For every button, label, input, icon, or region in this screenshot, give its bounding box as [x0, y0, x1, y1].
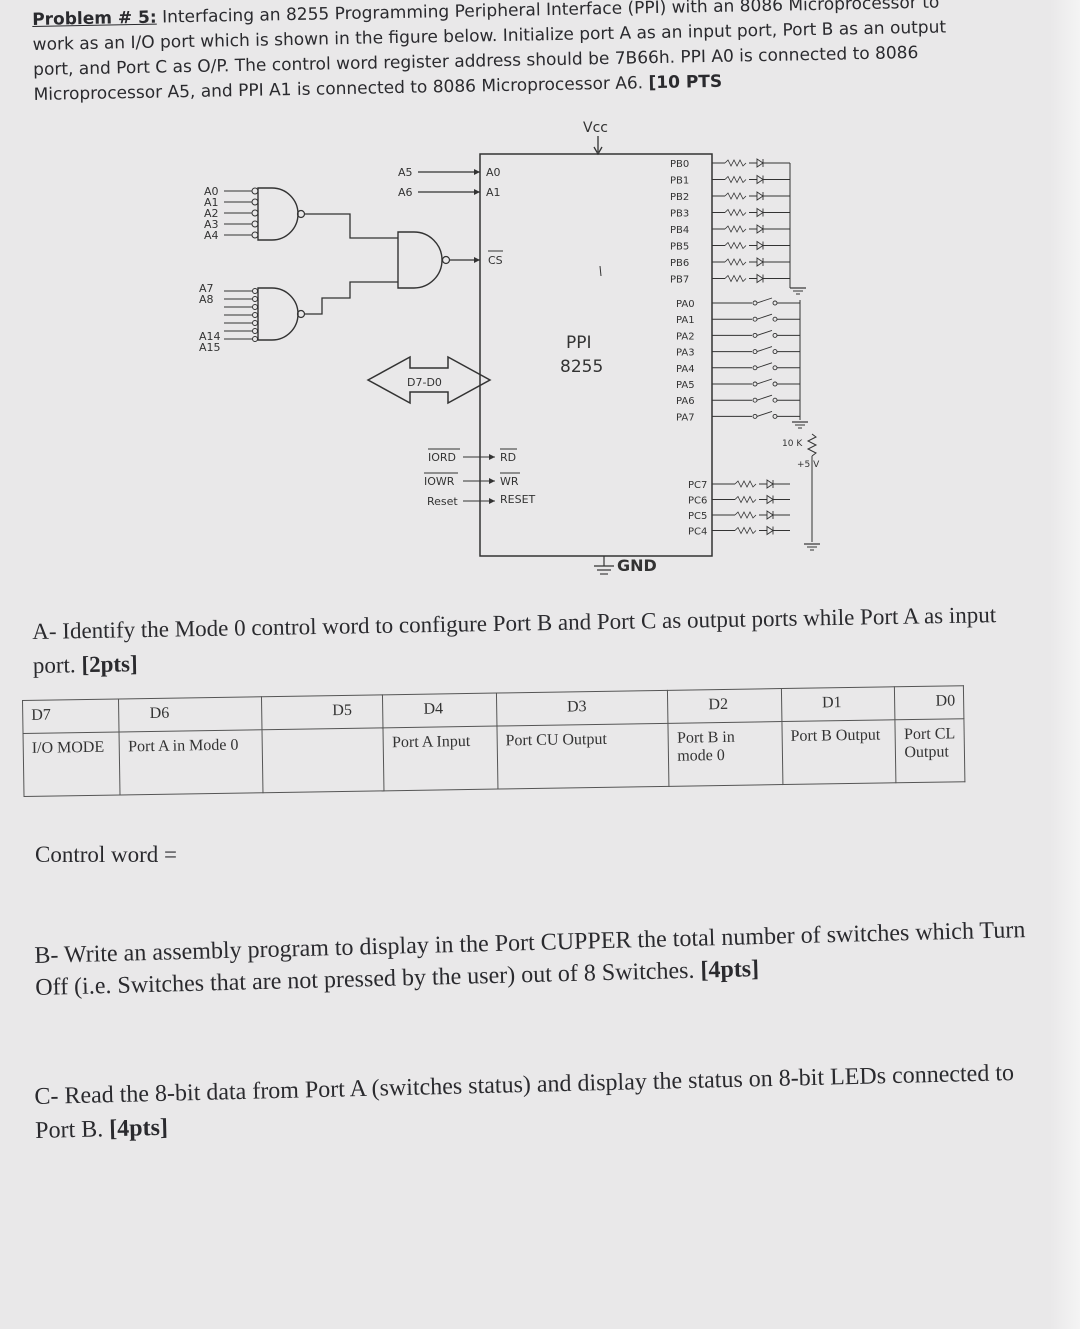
port-a-pin: PA7: [676, 412, 695, 423]
control-word-label: Control word =: [35, 842, 178, 867]
cell-d0: Port CL Output: [895, 718, 965, 783]
port-b-pin: PB0: [670, 159, 689, 170]
ppi-chip: [479, 153, 713, 557]
part-b-question: B- Write an assembly program to display …: [34, 914, 1035, 1004]
gnd-label: GND: [617, 556, 657, 575]
nand-gate-3: [397, 231, 443, 289]
header-d5: D5: [261, 694, 384, 730]
part-c-points: [4pts]: [108, 1114, 169, 1143]
reset-source-label: Reset: [427, 495, 458, 508]
problem-statement: Problem # 5: Interfacing an 8255 Program…: [32, 0, 974, 108]
cell-d2: Port B in mode 0: [668, 721, 783, 787]
header-d7: D7: [22, 698, 120, 734]
port-b-pin: PB2: [670, 192, 689, 203]
part-a-points: [2pts]: [81, 651, 138, 678]
data-bus-label: D7-D0: [407, 376, 442, 389]
pin-cs: CS: [488, 254, 503, 267]
control-word-table: D7 D6 D5 D4 D3 D2 D1 D0 I/O MODE Port A …: [22, 685, 965, 797]
address-label-gate2: A14: [199, 330, 221, 343]
chip-part: 8255: [560, 357, 603, 377]
address-label-gate1: A2: [204, 207, 219, 220]
port-c-pin: PC4: [688, 527, 707, 538]
pin-wr: WR: [500, 475, 519, 488]
page-edge: [1050, 0, 1080, 1329]
problem-text: Interfacing an 8255 Programming Peripher…: [32, 0, 947, 105]
port-b-pin: PB6: [670, 258, 689, 269]
a5-label: A5: [398, 166, 413, 179]
cell-d3: Port CU Output: [496, 723, 670, 790]
header-d3: D3: [496, 690, 669, 727]
port-a-pin: PA0: [676, 299, 695, 310]
data-bus-arrow: [366, 355, 492, 405]
part-c-text: C- Read the 8-bit data from Port A (swit…: [34, 1060, 1015, 1144]
header-d1: D1: [781, 686, 896, 722]
supply-label: +5 V: [797, 460, 820, 470]
header-d2: D2: [667, 688, 782, 724]
port-c-pin: PC6: [688, 496, 707, 507]
part-c-question: C- Read the 8-bit data from Port A (swit…: [34, 1056, 1035, 1148]
header-d0: D0: [894, 685, 964, 720]
iord-label: IORD: [428, 451, 456, 464]
part-a-text: A- Identify the Mode 0 control word to c…: [32, 602, 997, 678]
cell-d7: I/O MODE: [23, 731, 121, 797]
cell-d6: Port A in Mode 0: [119, 729, 264, 795]
nand-gate-2: [257, 287, 299, 341]
part-b-points: [4pts]: [700, 956, 760, 984]
header-d6: D6: [118, 696, 263, 732]
cell-d4: Port A Input: [383, 726, 498, 791]
address-label-gate2: A15: [199, 341, 221, 354]
problem-number: Problem # 5:: [32, 7, 157, 30]
address-label-gate1: A1: [204, 196, 219, 209]
chip-name: PPI: [566, 333, 592, 353]
pullup-resistor: [806, 433, 818, 457]
port-b-pin: PB3: [670, 209, 689, 220]
resistor-label: 10 K: [782, 439, 803, 449]
vcc-label: Vcc: [583, 120, 608, 136]
a6-label: A6: [398, 186, 413, 199]
pin-a1: A1: [486, 186, 501, 199]
address-label-gate1: A0: [204, 185, 219, 198]
port-c-pin: PC7: [688, 480, 707, 491]
port-b-pin: PB7: [670, 275, 689, 286]
cell-d5: [262, 727, 385, 793]
port-a-pin: PA3: [676, 348, 695, 359]
address-label-gate2: A8: [199, 293, 214, 306]
port-a-pin: PA1: [676, 315, 695, 326]
port-a-pin: PA5: [676, 380, 695, 391]
table-row: I/O MODE Port A in Mode 0 Port A Input P…: [23, 718, 965, 797]
port-a-pin: PA4: [676, 364, 695, 375]
port-a-pin: PA6: [676, 396, 695, 407]
port-a-pin: PA2: [676, 331, 695, 342]
part-b-text: B- Write an assembly program to display …: [34, 917, 1026, 1001]
port-c-pin: PC5: [688, 511, 707, 522]
port-b-pin: PB4: [670, 225, 689, 236]
port-b-pin: PB1: [670, 176, 689, 187]
pin-rd: RD: [500, 451, 516, 464]
address-label-gate2: A7: [199, 282, 214, 295]
port-b-pin: PB5: [670, 242, 689, 253]
cell-d1: Port B Output: [781, 719, 897, 785]
address-label-gate1: A4: [204, 229, 219, 242]
nand-gate-1: [257, 187, 299, 241]
iowr-label: IOWR: [424, 475, 455, 488]
problem-points: [10 PTS: [648, 71, 723, 94]
pin-a0: A0: [486, 166, 501, 179]
pin-reset: RESET: [500, 493, 536, 506]
address-label-gate1: A3: [204, 218, 219, 231]
header-d4: D4: [382, 693, 497, 728]
part-a-question: A- Identify the Mode 0 control word to c…: [32, 598, 1023, 683]
